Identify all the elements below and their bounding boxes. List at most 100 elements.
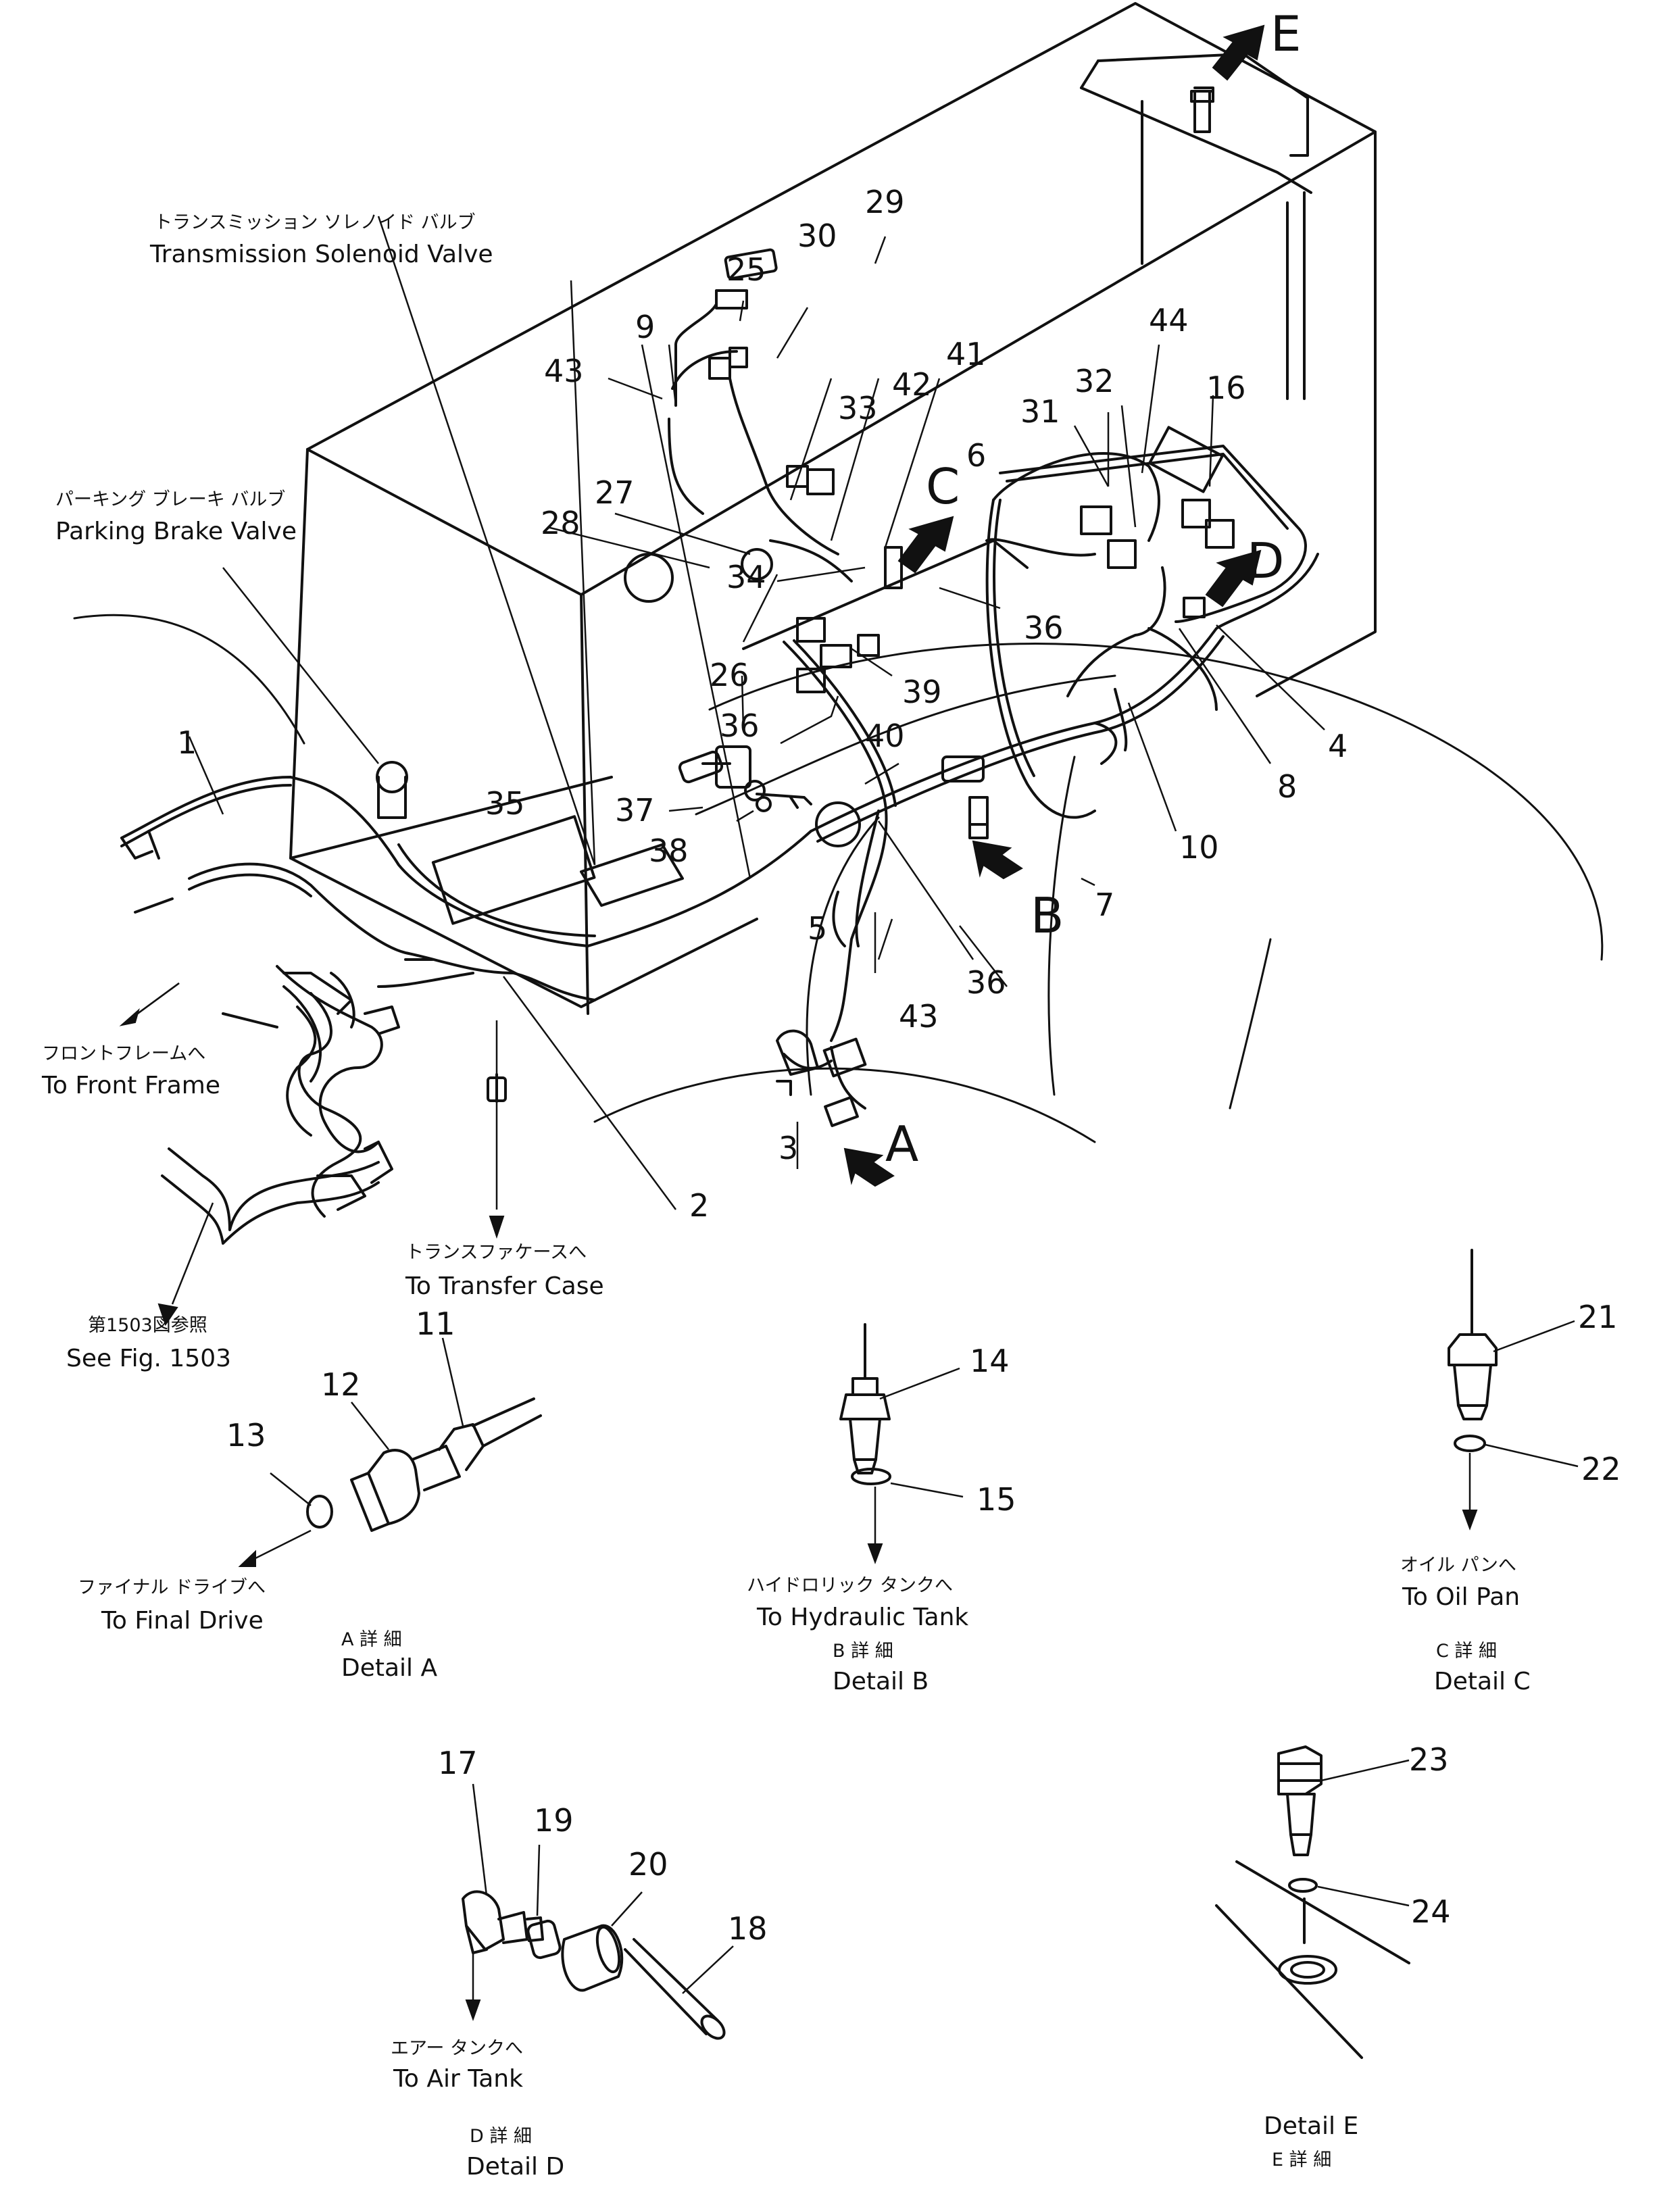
solenoid-valve bbox=[431, 815, 596, 925]
callout-39: 39 bbox=[902, 674, 942, 710]
main-callouts: 1 2 3 4 5 6 7 8 9 10 16 25 26 27 28 29 3… bbox=[177, 184, 1348, 1224]
tank-body bbox=[289, 2, 1377, 1015]
callout-41: 41 bbox=[946, 336, 986, 372]
callout-22: 22 bbox=[1581, 1451, 1621, 1487]
label-to-hydraulic-tank-en: To Hydraulic Tank bbox=[756, 1604, 968, 1631]
callout-43-a: 43 bbox=[544, 353, 584, 389]
callout-31: 31 bbox=[1020, 393, 1060, 430]
label-parking-brake-valve-en: Parking Brake Valve bbox=[55, 518, 297, 545]
callout-29: 29 bbox=[865, 184, 905, 220]
view-letters: E C D B A bbox=[885, 5, 1302, 1172]
callout-16: 16 bbox=[1206, 370, 1246, 406]
callout-25: 25 bbox=[726, 251, 766, 288]
detail-e-en: Detail E bbox=[1264, 2112, 1358, 2140]
detail-c-jp: C 詳 細 bbox=[1436, 1641, 1497, 1662]
parking-brake-valve bbox=[376, 761, 408, 793]
callout-34: 34 bbox=[726, 559, 766, 595]
callout-24: 24 bbox=[1411, 1893, 1451, 1930]
label-to-oil-pan-jp: オイル パンへ bbox=[1400, 1555, 1516, 1576]
view-letter-d: D bbox=[1247, 532, 1284, 589]
detail-d-en: Detail D bbox=[466, 2153, 564, 2181]
label-see-fig-en: See Fig. 1503 bbox=[66, 1345, 231, 1372]
view-letter-a: A bbox=[885, 1116, 918, 1172]
callout-44: 44 bbox=[1149, 302, 1189, 339]
detail-c: 21 22 オイル パンへ To Oil Pan C 詳 細 Detail C bbox=[1400, 1249, 1621, 1695]
callout-9: 9 bbox=[635, 309, 655, 345]
label-to-transfer-case-en: To Transfer Case bbox=[405, 1272, 604, 1300]
callout-8: 8 bbox=[1277, 768, 1297, 805]
callout-18: 18 bbox=[728, 1910, 768, 1947]
callout-36-b: 36 bbox=[1024, 610, 1064, 646]
detail-d-jp: D 詳 細 bbox=[470, 2126, 532, 2147]
callout-33: 33 bbox=[838, 390, 878, 426]
bushing bbox=[624, 553, 674, 603]
components bbox=[120, 248, 1235, 1127]
detail-a: 11 12 13 ファイナル ドライブへ To Final Drive A 詳 … bbox=[78, 1306, 542, 1682]
callout-36-a: 36 bbox=[720, 707, 760, 744]
hoses bbox=[120, 303, 1319, 1110]
label-to-final-drive-en: To Final Drive bbox=[101, 1607, 264, 1635]
callout-36-c: 36 bbox=[966, 964, 1006, 1001]
callout-12: 12 bbox=[321, 1366, 361, 1403]
label-parking-brake-valve-jp: パーキング ブレーキ バルブ bbox=[55, 489, 285, 510]
view-arrow-d bbox=[1205, 549, 1262, 607]
label-to-front-frame-jp: フロントフレームへ bbox=[42, 1043, 205, 1064]
callout-5: 5 bbox=[808, 910, 827, 947]
leader-lines bbox=[128, 216, 1325, 1305]
callout-4: 4 bbox=[1328, 728, 1348, 764]
direction-arrows bbox=[119, 982, 505, 1326]
detail-b-en: Detail B bbox=[833, 1668, 929, 1695]
view-letter-b: B bbox=[1031, 887, 1064, 944]
detail-e: 23 24 Detail E E 詳 細 bbox=[1215, 1741, 1451, 2170]
wheel-outlines bbox=[73, 614, 1604, 1143]
view-letter-c: C bbox=[926, 458, 960, 515]
view-arrow-b bbox=[972, 840, 1023, 880]
callout-1: 1 bbox=[177, 724, 197, 761]
label-to-hydraulic-tank-jp: ハイドロリック タンクへ bbox=[747, 1575, 953, 1596]
view-arrows bbox=[843, 24, 1265, 1187]
detail-a-jp: A 詳 細 bbox=[341, 1629, 402, 1650]
callout-37: 37 bbox=[615, 792, 655, 828]
main-labels: トランスミッション ソレノイド バルブ Transmission Solenoi… bbox=[41, 212, 604, 1372]
label-transmission-solenoid-valve-en: Transmission Solenoid Valve bbox=[149, 241, 493, 268]
detail-e-jp: E 詳 細 bbox=[1272, 2150, 1331, 2170]
view-arrow-a bbox=[843, 1147, 895, 1187]
label-to-final-drive-jp: ファイナル ドライブへ bbox=[78, 1577, 266, 1598]
view-arrow-e bbox=[1212, 24, 1265, 81]
callout-3: 3 bbox=[779, 1130, 798, 1166]
label-transmission-solenoid-valve-jp: トランスミッション ソレノイド バルブ bbox=[154, 212, 476, 233]
callout-35: 35 bbox=[485, 785, 525, 822]
callout-14: 14 bbox=[970, 1343, 1010, 1379]
transfer-piping bbox=[134, 862, 596, 1245]
label-to-oil-pan-en: To Oil Pan bbox=[1402, 1583, 1520, 1611]
callout-43-b: 43 bbox=[899, 998, 939, 1035]
callout-17: 17 bbox=[438, 1745, 478, 1781]
grommet bbox=[815, 801, 861, 847]
callout-28: 28 bbox=[541, 505, 580, 541]
label-to-air-tank-jp: エアー タンクへ bbox=[391, 2038, 523, 2059]
callout-2: 2 bbox=[689, 1187, 709, 1224]
callout-30: 30 bbox=[797, 218, 837, 254]
callout-38: 38 bbox=[649, 833, 689, 869]
filler-assembly bbox=[1080, 53, 1312, 400]
solenoid-valve-body bbox=[580, 843, 684, 907]
callout-32: 32 bbox=[1074, 363, 1114, 399]
label-to-air-tank-en: To Air Tank bbox=[393, 2065, 523, 2093]
callout-13: 13 bbox=[226, 1417, 266, 1454]
filler-plug bbox=[1193, 86, 1214, 103]
callout-19: 19 bbox=[534, 1802, 574, 1839]
callout-27: 27 bbox=[595, 474, 635, 511]
detail-b: 14 15 ハイドロリック タンクへ To Hydraulic Tank B 詳… bbox=[747, 1323, 1016, 1695]
callout-23: 23 bbox=[1409, 1741, 1449, 1778]
view-arrow-c bbox=[897, 516, 954, 574]
label-to-front-frame-en: To Front Frame bbox=[41, 1072, 220, 1099]
view-letter-e: E bbox=[1270, 5, 1302, 62]
callout-21: 21 bbox=[1578, 1299, 1618, 1335]
label-see-fig-jp: 第1503図参照 bbox=[88, 1315, 207, 1336]
detail-b-jp: B 詳 細 bbox=[833, 1641, 893, 1662]
detail-a-en: Detail A bbox=[341, 1654, 437, 1682]
pressure-switch bbox=[741, 548, 773, 580]
callout-26: 26 bbox=[710, 657, 749, 693]
callout-15: 15 bbox=[977, 1481, 1016, 1518]
